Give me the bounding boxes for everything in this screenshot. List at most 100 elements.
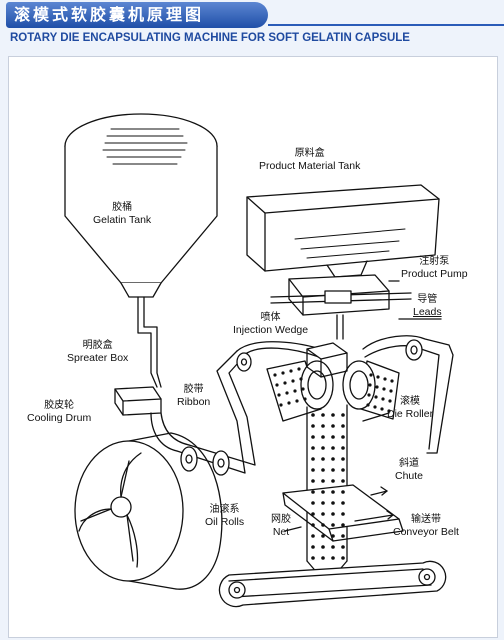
title-chinese: 滚模式软胶囊机原理图 xyxy=(14,4,204,26)
capsule-hole xyxy=(311,523,315,527)
gelatin-pipe xyxy=(138,297,161,387)
capsule-hole xyxy=(331,468,335,472)
capsule-hole xyxy=(331,446,335,450)
label-injection-wedge: 喷体 Injection Wedge xyxy=(233,311,308,337)
capsule-hole xyxy=(311,446,315,450)
capsule-hole xyxy=(341,545,345,549)
capsule-hole xyxy=(311,556,315,560)
capsule-hole xyxy=(341,457,345,461)
capsule-hole xyxy=(367,393,370,396)
capsule-hole xyxy=(279,403,282,406)
capsule-hole xyxy=(321,545,325,549)
title-english: ROTARY DIE ENCAPSULATING MACHINE FOR SOF… xyxy=(10,32,410,44)
capsule-hole xyxy=(383,377,386,380)
capsule-hole xyxy=(321,512,325,516)
label-cooling-drum: 胶皮轮 Cooling Drum xyxy=(27,399,91,425)
capsule-hole xyxy=(374,395,377,398)
capsule-hole xyxy=(331,457,335,461)
capsule-hole xyxy=(291,379,294,382)
label-die-roller: 滚模 Die Roller xyxy=(387,395,433,421)
capsule-hole xyxy=(321,490,325,494)
capsule-hole xyxy=(331,413,335,417)
capsule-hole xyxy=(341,424,345,428)
capsule-hole xyxy=(321,435,325,439)
header: 滚模式软胶囊机原理图 xyxy=(0,0,504,32)
capsule-hole xyxy=(295,399,298,402)
capsule-hole xyxy=(273,373,276,376)
capsule-hole xyxy=(375,385,378,388)
capsule-hole xyxy=(311,512,315,516)
capsule-hole xyxy=(331,556,335,560)
spreater-box xyxy=(115,387,161,415)
capsule-hole xyxy=(382,387,385,390)
capsule-hole xyxy=(321,523,325,527)
capsule-hole xyxy=(293,389,296,392)
capsule-hole xyxy=(331,523,335,527)
title-banner: 滚模式软胶囊机原理图 xyxy=(6,2,268,28)
capsule-hole xyxy=(275,383,278,386)
capsule-hole xyxy=(311,490,315,494)
capsule-hole xyxy=(321,479,325,483)
capsule-hole xyxy=(390,379,393,382)
capsule-hole xyxy=(311,457,315,461)
capsule-hole xyxy=(299,377,302,380)
title-underline xyxy=(268,24,504,26)
capsule-hole xyxy=(341,556,345,560)
capsule-hole xyxy=(341,501,345,505)
capsule-hole xyxy=(321,556,325,560)
capsule-hole xyxy=(341,479,345,483)
capsule-hole xyxy=(341,523,345,527)
capsule-hole xyxy=(321,457,325,461)
capsule-hole xyxy=(369,373,372,376)
capsule-hole xyxy=(321,468,325,472)
cooling-drum xyxy=(75,433,222,589)
leads xyxy=(337,315,343,339)
label-net: 网胶 Net xyxy=(271,513,291,539)
capsule-hole xyxy=(341,435,345,439)
capsule-hole xyxy=(311,413,315,417)
capsule-hole xyxy=(389,389,392,392)
capsule-hole xyxy=(283,381,286,384)
label-gelatin-tank: 胶桶 Gelatin Tank xyxy=(93,201,151,227)
capsule-hole xyxy=(331,545,335,549)
capsule-hole xyxy=(289,369,292,372)
capsule-hole xyxy=(331,512,335,516)
oil-rolls xyxy=(181,447,229,475)
capsule-hole xyxy=(311,435,315,439)
capsule-hole xyxy=(341,413,345,417)
label-leads: 导管 Leads xyxy=(413,293,442,319)
label-chute: 斜道 Chute xyxy=(395,457,423,483)
capsule-hole xyxy=(311,501,315,505)
capsule-hole xyxy=(373,405,376,408)
capsule-hole xyxy=(331,479,335,483)
capsule-hole xyxy=(380,407,383,410)
capsule-hole xyxy=(331,534,335,538)
capsule-hole xyxy=(331,490,335,494)
conveyor-belt xyxy=(219,561,445,606)
capsule-hole xyxy=(287,401,290,404)
capsule-hole xyxy=(281,371,284,374)
label-oil-rolls: 油滚系 Oil Rolls xyxy=(205,503,244,529)
capsule-hole xyxy=(311,545,315,549)
label-product-pump: 注射泵 Product Pump xyxy=(401,255,468,281)
capsule-hole xyxy=(368,383,371,386)
capsule-hole xyxy=(321,501,325,505)
capsule-hole xyxy=(311,479,315,483)
label-ribbon: 胶带 Ribbon xyxy=(177,383,210,409)
capsule-hole xyxy=(341,512,345,516)
capsule-hole xyxy=(376,375,379,378)
capsule-hole xyxy=(277,393,280,396)
capsule-hole xyxy=(331,424,335,428)
capsule-hole xyxy=(321,446,325,450)
capsule-hole xyxy=(311,468,315,472)
capsule-hole xyxy=(341,446,345,450)
die-rollers xyxy=(267,361,399,421)
capsule-hole xyxy=(331,501,335,505)
diagram-panel: 胶桶 Gelatin Tank 原料盒 Product Material Tan… xyxy=(8,56,498,638)
capsule-hole xyxy=(311,424,315,428)
capsule-hole xyxy=(321,413,325,417)
capsule-hole xyxy=(297,367,300,370)
capsule-hole xyxy=(285,391,288,394)
label-conveyor-belt: 输送带 Conveyor Belt xyxy=(393,513,459,539)
capsule-hole xyxy=(341,490,345,494)
